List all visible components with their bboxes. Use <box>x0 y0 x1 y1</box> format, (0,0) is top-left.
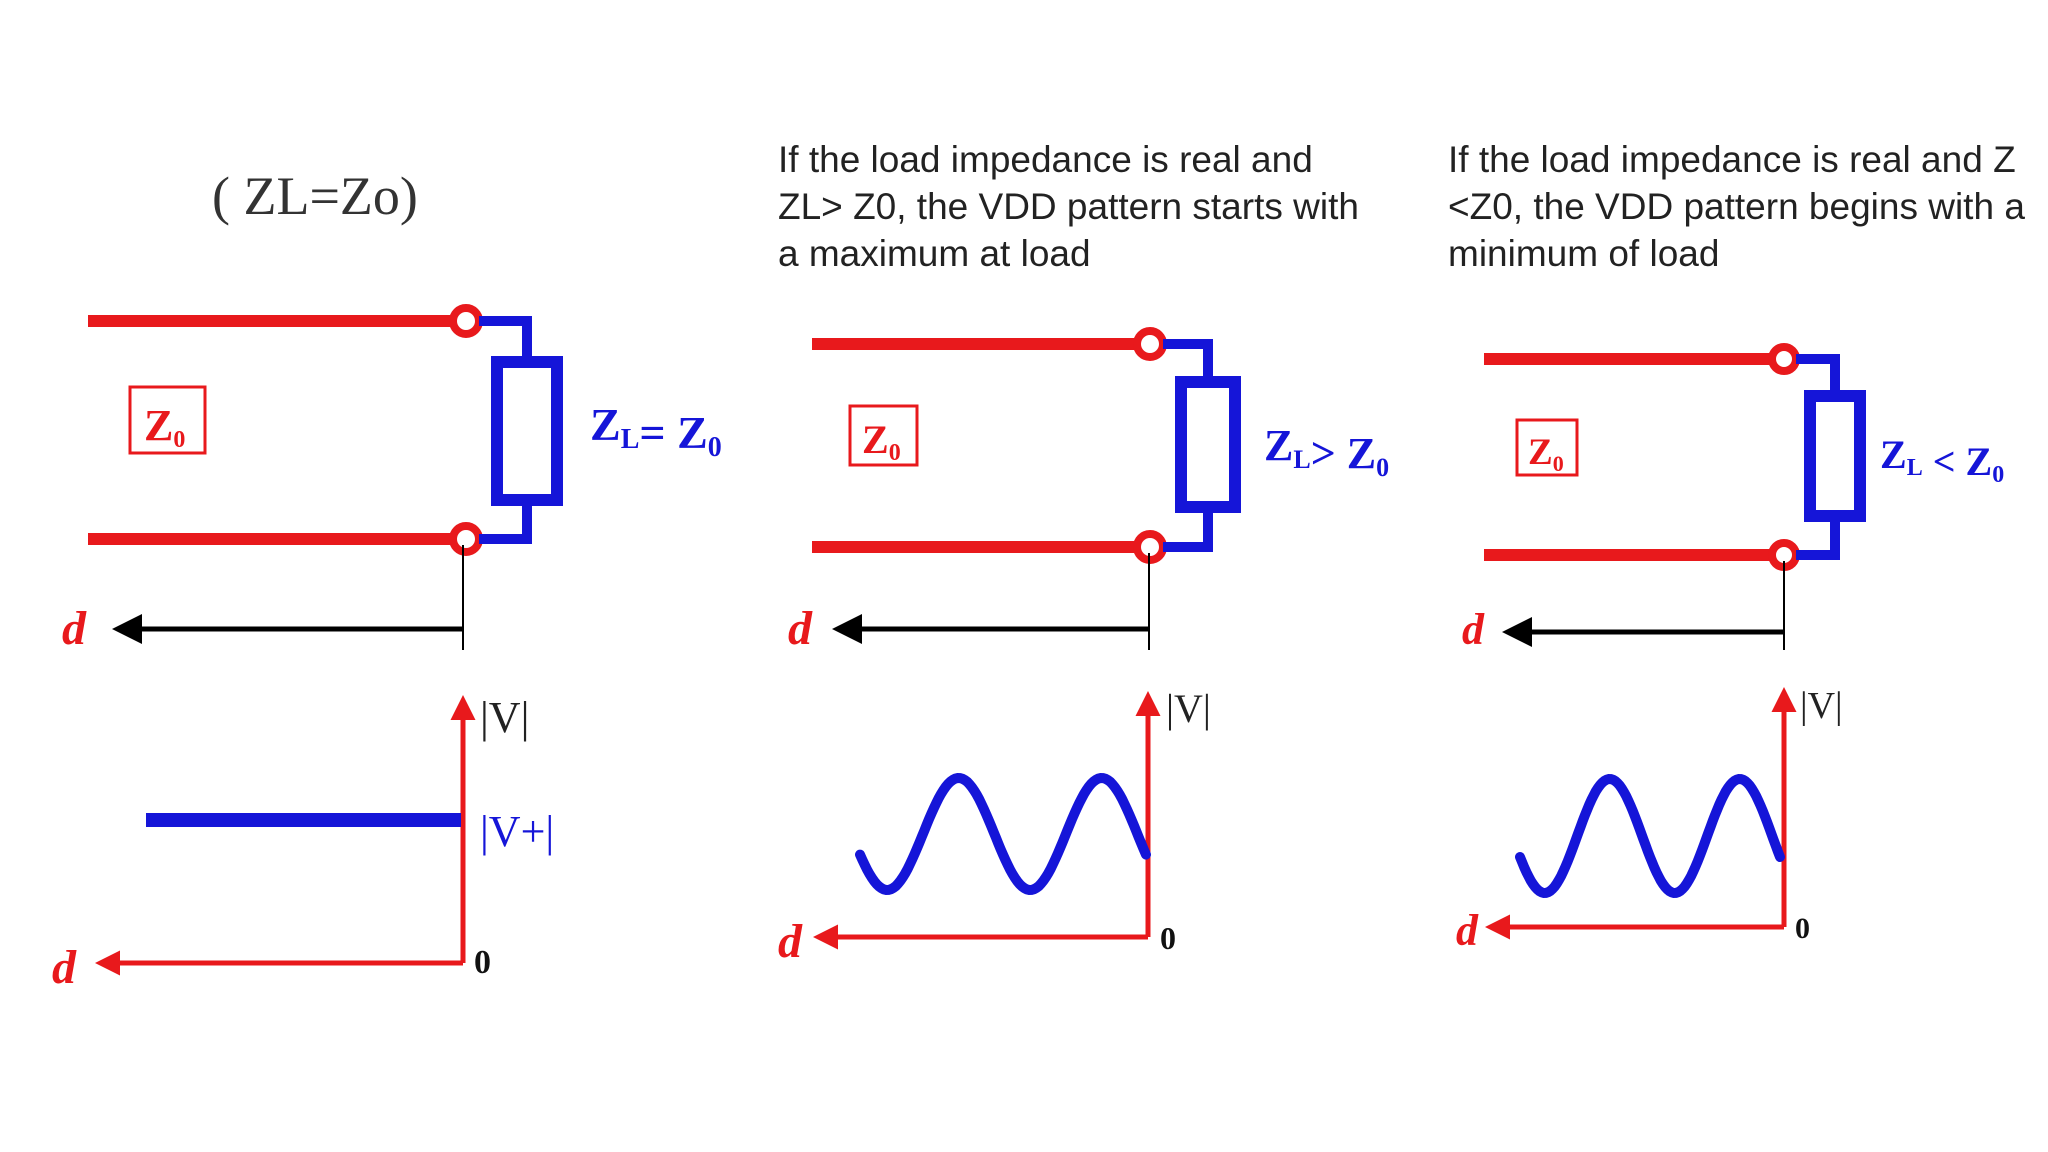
panel-high-load: If the load impedance is real and ZL> Z0… <box>778 139 1389 968</box>
z0-label: Z0 <box>862 417 901 466</box>
graph-distance-label: d <box>1456 906 1479 955</box>
load-lead-bottom <box>479 500 532 544</box>
terminal-bottom <box>449 522 483 556</box>
caption-line-1: If the load impedance is real and <box>778 139 1313 180</box>
load-resistor <box>1804 390 1866 522</box>
load-resistor <box>1175 376 1241 513</box>
panel1-title: ( ZL=Zo) <box>212 166 418 226</box>
terminal-top <box>449 304 483 338</box>
z0-box <box>1515 418 1579 477</box>
load-lead-top <box>1796 354 1840 396</box>
distance-label: d <box>62 602 87 655</box>
caption-line-3: minimum of load <box>1448 233 1719 274</box>
standing-wave-curve <box>855 772 1151 896</box>
terminal-top <box>1133 327 1167 361</box>
load-lead-top <box>479 316 532 362</box>
panel2-caption: If the load impedance is real and ZL> Z0… <box>778 139 1369 274</box>
load-impedance-label: ZL> Z0 <box>1264 421 1389 482</box>
load-impedance-label: ZL= Z0 <box>590 399 722 463</box>
origin-label: 0 <box>1160 920 1176 956</box>
graph-distance-label: d <box>778 915 803 968</box>
caption-line-3: a maximum at load <box>778 233 1091 274</box>
v-axis-label: |V| <box>1800 685 1843 727</box>
origin-label: 0 <box>474 944 491 981</box>
graph-distance-label: d <box>52 941 77 994</box>
standing-wave-curve <box>1515 773 1785 899</box>
caption-line-1: If the load impedance is real and Z <box>1448 139 2016 180</box>
load-lead-bottom <box>1796 516 1840 560</box>
z0-label: Z0 <box>1528 432 1564 476</box>
load-lead-bottom <box>1163 507 1213 552</box>
load-resistor <box>491 356 563 506</box>
distance-label: d <box>788 602 813 655</box>
panel-low-load: If the load impedance is real and Z <Z0,… <box>1448 139 2035 955</box>
v-axis-label: |V| <box>1166 686 1211 731</box>
origin-label: 0 <box>1795 912 1810 945</box>
caption-line-2: ZL> Z0, the VDD pattern starts with <box>778 186 1359 227</box>
distance-label: d <box>1462 605 1485 654</box>
caption-line-2: <Z0, the VDD pattern begins with a <box>1448 186 2025 227</box>
v-plus-label: |V+| <box>480 807 554 856</box>
z0-box <box>848 404 919 467</box>
panel-matched-load: ( ZL=Zo) Z0 ZL= Z0 d |V| |V+| d 0 <box>52 166 722 994</box>
load-impedance-label: ZL < Z0 <box>1880 432 2004 488</box>
v-axis-label: |V| <box>480 693 529 742</box>
z0-label: Z0 <box>144 401 185 453</box>
z0-box <box>128 385 207 455</box>
load-lead-top <box>1163 339 1213 382</box>
terminal-top <box>1768 343 1800 375</box>
panel3-caption: If the load impedance is real and Z <Z0,… <box>1448 139 2035 274</box>
